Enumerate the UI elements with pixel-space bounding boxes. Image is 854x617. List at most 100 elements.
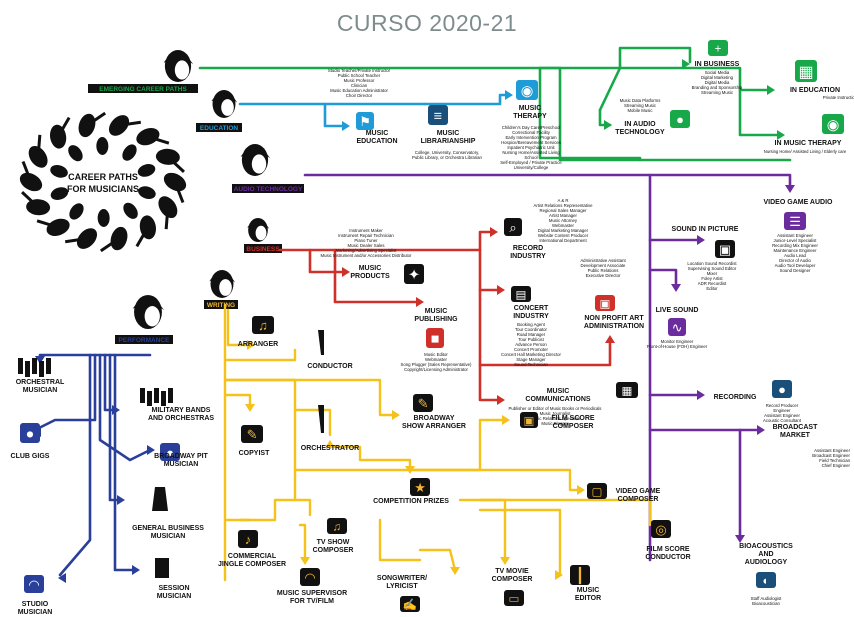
category-emerging[interactable]: EMERGING CAREER PATHS: [88, 84, 198, 93]
connector-line: [333, 445, 412, 472]
node-label: AND ORCHESTRAS: [148, 415, 214, 422]
category-audio[interactable]: AUDIO TECHNOLOGY: [232, 184, 304, 193]
node-label: COMPETITION PRIZES: [373, 498, 449, 505]
node-label: CLUB GIGS: [11, 453, 50, 460]
job-title: Inpatient Psychiatric Unit: [507, 145, 555, 150]
camera-icon: ◉: [822, 114, 844, 134]
arrow-head: [342, 267, 350, 277]
building-icon: ▦: [795, 60, 817, 82]
connector-line: [418, 548, 457, 572]
job-title: Early Intervention Program: [505, 135, 557, 140]
job-title: Front-of-House (FOH) Engineer: [647, 344, 708, 349]
note-icon: ♪: [238, 530, 258, 548]
job-title: School: [524, 155, 537, 160]
node-label: CONDUCTOR: [645, 554, 690, 561]
svg-text:✎: ✎: [418, 396, 429, 411]
job-list: Children's Day Care/PreschoolCorrectiona…: [500, 125, 562, 170]
node-orchestrator: ORCHESTRATOR: [301, 445, 359, 452]
svg-text:♫: ♫: [333, 521, 342, 533]
briefcase-icon: ▣: [595, 295, 615, 311]
job-title: Studio Teacher/Private Instructor: [328, 68, 391, 73]
job-title: Foley Artist: [701, 276, 723, 281]
category-performance[interactable]: PERFORMANCE: [115, 335, 173, 344]
svg-text:EMERGING CAREER PATHS: EMERGING CAREER PATHS: [99, 86, 187, 93]
node-label: ADMINISTRATION: [584, 323, 644, 330]
job-title: Mobile Music: [627, 108, 653, 113]
job-title: ADR Recordist: [698, 281, 727, 286]
job-title: Field Technician: [819, 458, 850, 463]
mic-icon: ●: [20, 423, 40, 443]
category-writing[interactable]: WRITING: [204, 300, 238, 309]
connector-line: [223, 378, 312, 517]
arrow-head: [35, 356, 45, 364]
node-songwriter: SONGWRITER/LYRICIST: [377, 575, 427, 590]
education-head-icon: [211, 90, 238, 118]
node-label: MUSICIAN: [18, 609, 53, 616]
arrow-head: [777, 130, 785, 140]
sound-wave-icon: ∿: [668, 318, 686, 336]
job-title: Webmaster: [552, 223, 574, 228]
svg-text:▤: ▤: [516, 289, 527, 301]
node-label: COMMUNICATIONS: [525, 396, 591, 403]
svg-text:◎: ◎: [655, 522, 666, 537]
job-title: Digital Media: [705, 80, 730, 85]
microphone-icon: ●: [772, 380, 792, 398]
job-title: Nursing Home/ Assisted Living / Elderly …: [764, 149, 847, 154]
arrow-head: [450, 567, 460, 575]
connector-line: [58, 353, 92, 577]
category-business[interactable]: BUSINESS: [244, 244, 282, 253]
category-education[interactable]: EDUCATION: [196, 123, 242, 132]
job-title: Music Editor: [424, 352, 448, 357]
connector-line: [458, 498, 652, 527]
job-title: Mixer: [707, 271, 718, 276]
svg-text:★: ★: [414, 480, 426, 495]
connector-line: [223, 378, 397, 417]
arrow-head: [245, 404, 255, 412]
emerging-head-icon: [163, 50, 194, 82]
arrow-head: [58, 573, 66, 583]
node-label: ARRANGER: [238, 341, 278, 348]
svg-text:●: ●: [676, 112, 684, 127]
node-label: EDUCATION: [356, 138, 397, 145]
job-title: Hospice/Bereavement Services: [501, 140, 561, 145]
radio-icon: ▦: [616, 382, 638, 398]
tv-note-icon: ♫: [327, 518, 347, 534]
job-title: Public Relations Specialist: [530, 416, 581, 421]
svg-text:✎: ✎: [247, 427, 258, 442]
node-label: LYRICIST: [386, 583, 418, 590]
writing-head-icon: [209, 270, 236, 298]
node-label: INDUSTRY: [513, 313, 549, 320]
node-label: MUSIC: [359, 265, 382, 272]
job-title: Music Journalist: [540, 411, 572, 416]
node-label: ORCHESTRAL: [16, 379, 65, 386]
job-title: Music Professor: [344, 78, 375, 83]
connector-line: [478, 498, 507, 562]
job-title: Booking Agent: [517, 322, 546, 327]
node-competition-prizes: COMPETITION PRIZES: [373, 498, 449, 505]
svg-text:∿: ∿: [672, 320, 683, 335]
job-title: Assistant Engineer: [777, 233, 813, 238]
job-title: Publisher or Editor of Music Books or Pe…: [509, 406, 602, 411]
svg-text:♪: ♪: [245, 532, 251, 547]
svg-text:⚑: ⚑: [359, 114, 371, 129]
arrow-head: [671, 284, 681, 292]
node-label: JINGLE COMPOSER: [218, 561, 286, 568]
connector-line: [238, 498, 297, 522]
band-figure: [140, 388, 145, 403]
plus-icon: +: [708, 40, 728, 56]
connector-line: [298, 523, 307, 562]
band-figure: [168, 388, 173, 403]
node-club-gigs: CLUB GIGS: [11, 453, 50, 460]
node-label: SESSION: [158, 585, 189, 592]
node-label: VIDEO GAME AUDIO: [764, 199, 834, 206]
job-title: Development Associate: [581, 263, 627, 268]
